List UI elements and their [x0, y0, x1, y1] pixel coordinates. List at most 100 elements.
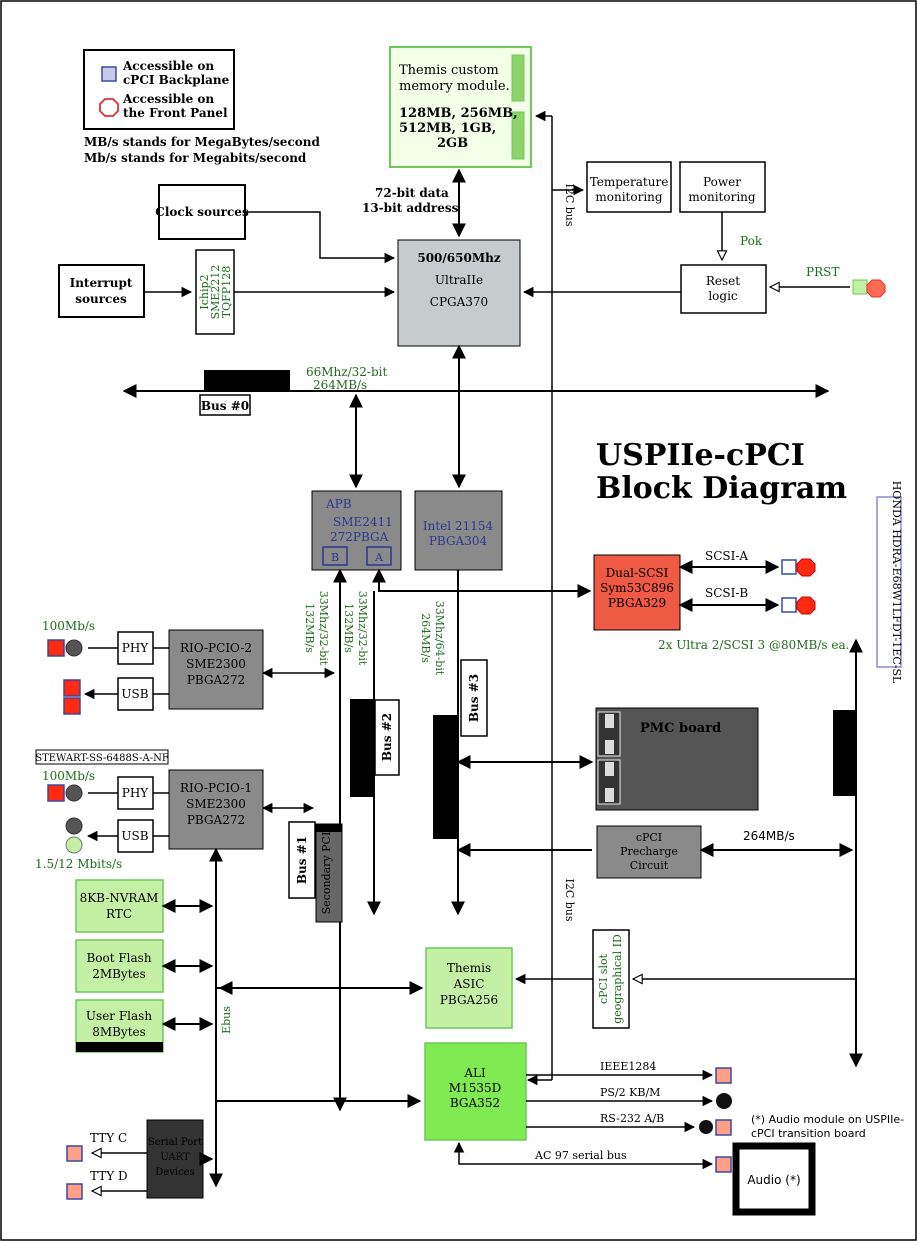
scsi-label-2: Sym53C896 [600, 581, 674, 595]
boot-label-2: 2MBytes [92, 967, 146, 981]
serial-label-3: Devices [155, 1167, 194, 1178]
pok-label: Pok [740, 234, 763, 248]
legend-backplane-l1: Accessible on [122, 59, 214, 73]
bus1-box [288, 821, 316, 899]
memory-size-1: 128MB, 256MB, [399, 106, 518, 121]
tty-c-label: TTY C [90, 1131, 127, 1145]
legend-note-2: Mb/s stands for Megabits/second [84, 151, 307, 165]
ieee-port [715, 1067, 732, 1084]
backplane-legend-icon [101, 66, 117, 82]
ichip-label-1: Ichip2 [198, 274, 211, 309]
prst-front-panel-port [866, 279, 886, 298]
intel-label-2: PBGA304 [429, 534, 488, 548]
tty-d-port [66, 1183, 83, 1200]
ali-label-3: BGA352 [450, 1096, 500, 1110]
rio2-box [168, 629, 264, 710]
cpu-label-2: UltraIIe [435, 273, 483, 287]
scsi-b-front-port [796, 596, 816, 615]
temp-label-2: monitoring [595, 190, 663, 204]
rio2-label-2: SME2300 [186, 657, 246, 671]
precharge-label-2: Precharge [620, 845, 678, 858]
legend-backplane-l2: cPCI Backplane [123, 73, 230, 87]
rio1-eth-backplane-port [47, 784, 65, 802]
cpci-bus-bar [833, 710, 856, 796]
rio2-speed: 100Mb/s [42, 619, 95, 633]
audio-note-1: (*) Audio module on USPIIe- [751, 1113, 904, 1126]
title-line-1: USPIIe-cPCI [596, 438, 805, 473]
apb-label-2: SME2411 [333, 515, 393, 529]
cpci-precharge-box [596, 825, 702, 879]
audio-label: Audio (*) [747, 1173, 800, 1187]
rs232-front-port [699, 1120, 713, 1134]
ali-label-1: ALI [463, 1066, 486, 1080]
apb-port-b [322, 546, 348, 566]
reset-label-2: logic [708, 289, 738, 303]
cpu-label-3: CPGA370 [430, 295, 488, 309]
nvram-label-1: 8KB-NVRAM [80, 891, 159, 905]
ali-box [424, 1042, 527, 1141]
scsi-a-backplane-port [781, 559, 797, 575]
boot-label-1: Boot Flash [86, 951, 151, 965]
ieee-label: IEEE1284 [600, 1060, 656, 1073]
rio2-label-3: PBGA272 [187, 673, 245, 687]
scsi-label-1: Dual-SCSI [606, 566, 669, 580]
ps2-label: PS/2 KB/M [600, 1086, 660, 1099]
pmc-connector-3 [605, 714, 614, 728]
bus-b-speed-2: 132MB/s [303, 603, 316, 653]
rio2-phy-box [117, 631, 154, 665]
themis-label-3: PBGA256 [440, 993, 498, 1007]
clock-cpu-link [245, 211, 396, 264]
mem-bus-label-1: 72-bit data [375, 186, 449, 200]
secondary-pci-1-bar-top [316, 824, 342, 832]
reset-logic-box [680, 264, 767, 314]
rio1-speed: 100Mb/s [42, 769, 95, 783]
i2c-top-label: I2C bus [563, 183, 576, 226]
pmc-connector-2 [597, 759, 621, 805]
tty-c-port [66, 1145, 83, 1162]
ali-label-2: M1535D [449, 1081, 501, 1095]
rio1-box [168, 769, 264, 850]
nvram-label-2: RTC [106, 907, 132, 921]
scsi-note: 2x Ultra 2/SCSI 3 @80MB/s ea. [658, 638, 849, 652]
scsi-b-label: SCSI-B [705, 586, 748, 600]
rio2-eth-backplane-port [47, 639, 65, 657]
precharge-label-1: cPCI [636, 831, 662, 844]
apb-port-b-label: B [331, 551, 339, 564]
legend-note-1: MB/s stands for MegaBytes/second [84, 135, 320, 149]
serial-label-2: UART [160, 1152, 190, 1163]
memory-module [389, 46, 532, 168]
power-box [679, 161, 766, 213]
ichip-label-3: TQFP128 [220, 266, 233, 318]
bus-a-speed-1: 33Mhz/32-bit [356, 591, 369, 666]
user-label-1: User Flash [86, 1009, 152, 1023]
power-label-1: Power [703, 175, 741, 189]
intel-bridge-box [414, 490, 503, 571]
rs232-label: RS-232 A/B [600, 1112, 664, 1125]
bus3-label: Bus #3 [467, 674, 481, 722]
rio1-label-2: SME2300 [186, 797, 246, 811]
temp-label-1: Temperature [590, 175, 669, 189]
secondary-pci-3-bar [433, 715, 457, 839]
bus3-box [460, 659, 488, 737]
cpci-speed: 264MB/s [743, 829, 795, 843]
secondary-pci-2-label: Secondary PCI [353, 707, 366, 790]
precharge-label-3: Circuit [630, 859, 669, 872]
scsi-label-3: PBGA329 [608, 596, 666, 610]
honda-connector [876, 496, 902, 668]
primary-pci-label-bg [204, 370, 290, 391]
rio1-eth-front-port [65, 784, 83, 802]
bus1-label: Bus #1 [295, 836, 309, 884]
rio1-phy-box [117, 776, 154, 810]
rio1-usb-front-port-1 [65, 817, 83, 835]
geo-label-1: cPCI slot [597, 953, 610, 1004]
stewart-label: STEWART-SS-6488S-A-NF [35, 753, 169, 764]
secondary-pci-1-bar [315, 823, 343, 923]
cpci-bus-label: cPCI Bus [836, 727, 849, 778]
memory-size-3: 2GB [437, 136, 468, 151]
prst-backplane-port [852, 279, 868, 295]
tty-d-label: TTY D [90, 1169, 128, 1183]
themis-asic-box [425, 947, 513, 1029]
geo-id-box [592, 929, 630, 1029]
audio-box [732, 1142, 816, 1216]
